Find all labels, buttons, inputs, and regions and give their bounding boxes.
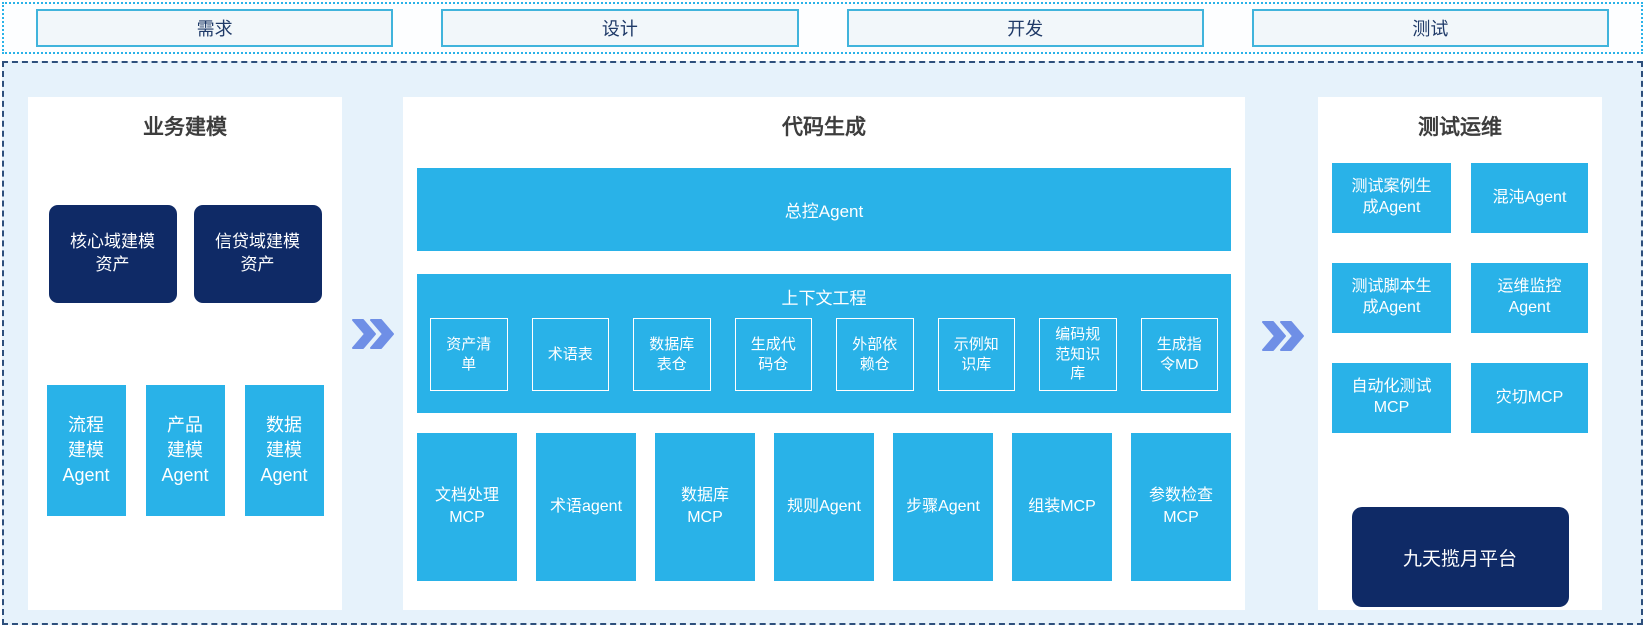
context-items-row: 资产清 单 术语表 数据库 表仓 生成代 码仓 外部依 赖仓 示例知 识库 编码…	[430, 318, 1218, 391]
phase-bar: 需求 设计 开发 测试	[2, 2, 1643, 54]
panel-title: 代码生成	[782, 116, 866, 139]
context-engineering-box: 上下文工程 资产清 单 术语表 数据库 表仓 生成代 码仓 外部依 赖仓 示例知…	[417, 274, 1231, 413]
context-engineering-title: 上下文工程	[781, 289, 867, 308]
test-ops-grid: 测试案例生 成Agent 混沌Agent 测试脚本生 成Agent 运维监控 A…	[1318, 163, 1602, 433]
glossary-box: 术语表	[531, 318, 609, 391]
phase-design: 设计	[441, 9, 799, 47]
data-modeling-agent-box: 数据 建模 Agent	[244, 385, 324, 516]
coding-standards-knowledge-base-box: 编码规 范知识 库	[1039, 318, 1117, 391]
panel-title: 测试运维	[1418, 116, 1502, 139]
asset-list-box: 资产清 单	[430, 318, 508, 391]
main-panel: 业务建模 核心域建模 资产 信贷域建模 资产 流程 建模 Agent 产品 建模…	[2, 61, 1643, 625]
business-modeling-panel: 业务建模 核心域建模 资产 信贷域建模 资产 流程 建模 Agent 产品 建模…	[28, 97, 342, 610]
chaos-agent-box: 混沌Agent	[1471, 163, 1588, 233]
credit-domain-asset-box: 信贷域建模 资产	[193, 205, 322, 303]
phase-requirements: 需求	[36, 9, 394, 47]
product-modeling-agent-box: 产品 建模 Agent	[145, 385, 225, 516]
modeling-agents-row: 流程 建模 Agent 产品 建模 Agent 数据 建模 Agent	[28, 385, 342, 516]
rules-agent-box: 规则Agent	[774, 433, 874, 581]
generated-code-repo-box: 生成代 码仓	[734, 318, 812, 391]
generation-instruction-md-box: 生成指 令MD	[1140, 318, 1218, 391]
jiutian-lanyue-platform-box: 九天揽月平台	[1351, 507, 1569, 607]
phase-testing: 测试	[1251, 9, 1609, 47]
double-chevron-right-icon	[1262, 321, 1304, 351]
external-dependency-repo-box: 外部依 赖仓	[836, 318, 914, 391]
example-knowledge-base-box: 示例知 识库	[937, 318, 1015, 391]
modeling-assets-row: 核心域建模 资产 信贷域建模 资产	[28, 205, 342, 303]
parameter-check-mcp-box: 参数检查 MCP	[1131, 433, 1231, 581]
disaster-switch-mcp-box: 灾切MCP	[1471, 363, 1588, 433]
steps-agent-box: 步骤Agent	[893, 433, 993, 581]
ops-monitoring-agent-box: 运维监控 Agent	[1471, 263, 1588, 333]
test-case-generation-agent-box: 测试案例生 成Agent	[1332, 163, 1451, 233]
double-chevron-right-icon	[352, 319, 394, 349]
master-control-agent-bar: 总控Agent	[417, 168, 1231, 251]
core-domain-asset-box: 核心域建模 资产	[48, 205, 177, 303]
database-mcp-box: 数据库 MCP	[655, 433, 755, 581]
database-table-repo-box: 数据库 表仓	[633, 318, 711, 391]
mcp-agents-row: 文档处理 MCP 术语agent 数据库 MCP 规则Agent 步骤Agent…	[417, 433, 1231, 581]
code-generation-panel: 代码生成 总控Agent 上下文工程 资产清 单 术语表 数据库 表仓 生成代 …	[403, 97, 1245, 610]
process-modeling-agent-box: 流程 建模 Agent	[46, 385, 126, 516]
phase-development: 开发	[846, 9, 1204, 47]
test-script-generation-agent-box: 测试脚本生 成Agent	[1332, 263, 1451, 333]
test-operations-panel: 测试运维 测试案例生 成Agent 混沌Agent 测试脚本生 成Agent 运…	[1318, 97, 1602, 610]
glossary-agent-box: 术语agent	[536, 433, 636, 581]
document-processing-mcp-box: 文档处理 MCP	[417, 433, 517, 581]
assembly-mcp-box: 组装MCP	[1012, 433, 1112, 581]
panel-title: 业务建模	[143, 116, 227, 139]
automated-testing-mcp-box: 自动化测试 MCP	[1332, 363, 1451, 433]
